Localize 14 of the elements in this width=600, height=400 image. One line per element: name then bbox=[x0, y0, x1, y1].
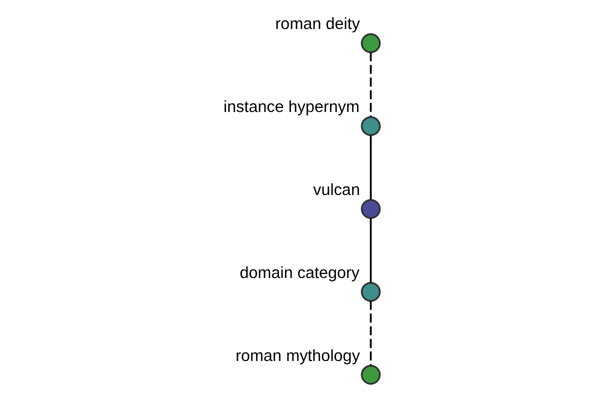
connector bbox=[369, 301, 372, 366]
node-circle bbox=[360, 199, 380, 219]
connector bbox=[369, 135, 372, 200]
connector bbox=[369, 52, 372, 117]
node-circle bbox=[360, 364, 380, 385]
node-label: roman deity bbox=[274, 15, 360, 34]
node-circle bbox=[360, 116, 380, 136]
node-label: domain category bbox=[239, 264, 359, 282]
node-label: roman mythology bbox=[235, 346, 360, 365]
node-label: vulcan bbox=[312, 180, 360, 199]
node-circle bbox=[360, 282, 380, 302]
connector bbox=[369, 218, 372, 283]
node-label: instance hypernym bbox=[222, 98, 359, 116]
node-circle bbox=[360, 33, 380, 54]
